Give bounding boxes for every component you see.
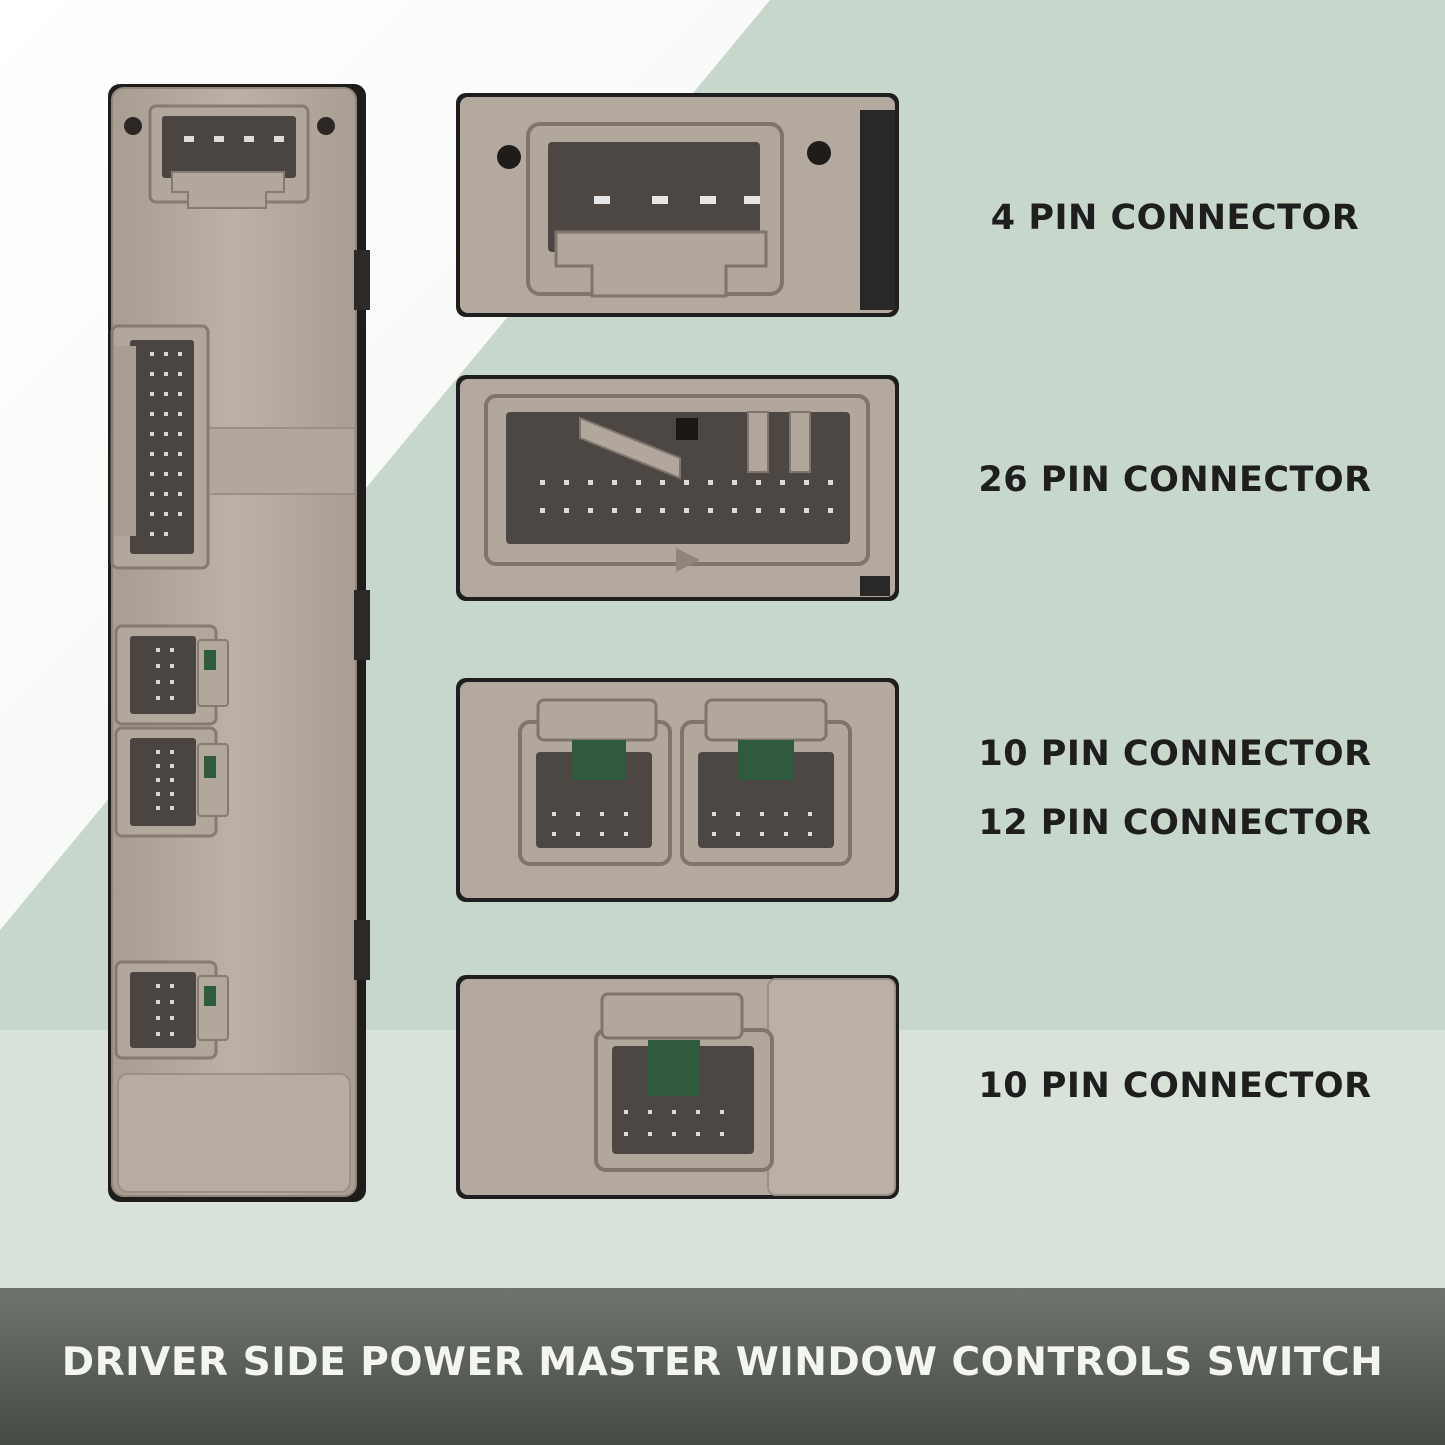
switch-body	[108, 84, 370, 1202]
zoom-panel-10pin	[456, 975, 899, 1199]
screw-hole	[807, 141, 831, 165]
label-26-pin-connector: 26 PIN CONNECTOR	[978, 460, 1372, 500]
zoom-panel-10-12pin	[456, 678, 899, 902]
screw-hole	[497, 145, 521, 169]
body-connector-10pin-upper	[114, 624, 229, 726]
footer-title: DRIVER SIDE POWER MASTER WINDOW CONTROLS…	[61, 1340, 1384, 1385]
label-10-pin-connector-lower: 10 PIN CONNECTOR	[978, 1066, 1372, 1106]
body-connector-26pin	[110, 324, 210, 570]
label-4-pin-connector: 4 PIN CONNECTOR	[990, 198, 1360, 238]
body-connector-10pin-lower	[114, 960, 229, 1060]
label-12-pin-connector: 12 PIN CONNECTOR	[978, 803, 1372, 843]
label-10-pin-connector-upper: 10 PIN CONNECTOR	[978, 734, 1372, 774]
body-connector-4pin	[148, 104, 310, 209]
screw-hole	[124, 117, 142, 135]
screw-hole	[317, 117, 335, 135]
body-connector-12pin	[114, 726, 229, 838]
footer-band	[0, 1288, 1445, 1445]
pin-row	[540, 480, 833, 513]
zoom-panel-26pin	[456, 375, 899, 601]
zoom-panel-4pin	[456, 93, 899, 317]
